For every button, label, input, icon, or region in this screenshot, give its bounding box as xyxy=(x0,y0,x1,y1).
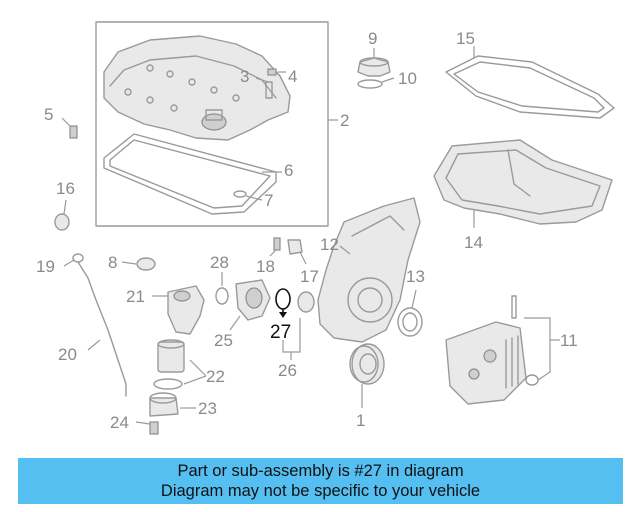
leader-7 xyxy=(245,195,263,201)
callout-14: 14 xyxy=(464,233,483,252)
bolt-18 xyxy=(269,237,281,257)
crank-pulley-1 xyxy=(349,343,385,408)
seal-7 xyxy=(233,190,247,198)
callout-15: 15 xyxy=(456,29,475,48)
cap-seal-10 xyxy=(357,77,395,89)
callout-5: 5 xyxy=(44,105,53,124)
valve-cover xyxy=(103,35,291,141)
callout-26: 26 xyxy=(278,361,297,380)
callout-3: 3 xyxy=(240,67,249,86)
crank-seal-13 xyxy=(397,289,423,337)
callout-27-highlighted: 27 xyxy=(270,322,291,343)
callout-1: 1 xyxy=(356,411,365,430)
oil-filter-housing-21 xyxy=(152,285,205,335)
info-banner: Part or sub-assembly is #27 in diagram D… xyxy=(18,458,623,504)
callout-18: 18 xyxy=(256,257,275,276)
o-ring-27-highlighted[interactable] xyxy=(275,288,291,318)
valve-cover-group-box xyxy=(95,21,329,227)
callout-16: 16 xyxy=(56,179,75,198)
callout-12: 12 xyxy=(320,235,339,254)
plug-8 xyxy=(121,257,156,271)
seal-28 xyxy=(215,272,229,305)
callout-21: 21 xyxy=(126,287,145,306)
callout-2: 2 xyxy=(340,111,349,130)
callout-8: 8 xyxy=(108,253,117,272)
callout-4: 4 xyxy=(288,67,297,86)
filter-cap-23 xyxy=(149,392,196,417)
parts-diagram: 1 2 3 4 5 6 7 8 9 10 11 12 13 14 15 16 1… xyxy=(36,21,615,435)
timing-cover-12 xyxy=(317,197,421,343)
grommet-4 xyxy=(267,68,286,76)
callout-19: 19 xyxy=(36,257,55,276)
oil-pan-14 xyxy=(433,139,613,228)
callout-22: 22 xyxy=(206,367,225,386)
bolt-5 xyxy=(61,117,78,139)
cooler-adapter-25 xyxy=(229,279,271,331)
filter-element-22 xyxy=(153,339,207,390)
breather-16 xyxy=(54,199,70,231)
callout-9: 9 xyxy=(368,29,377,48)
callout-11: 11 xyxy=(560,331,578,350)
oil-filler-cap-9 xyxy=(357,48,391,77)
oil-pan-gasket-15 xyxy=(445,46,615,119)
oil-cooler-11 xyxy=(445,295,560,405)
callout-28: 28 xyxy=(210,253,229,272)
callout-23: 23 xyxy=(198,399,217,418)
callout-10: 10 xyxy=(398,69,417,88)
callout-25: 25 xyxy=(214,331,233,350)
bolt-3 xyxy=(255,77,273,99)
callout-20: 20 xyxy=(58,345,77,364)
callout-13: 13 xyxy=(406,267,425,286)
sensor-17 xyxy=(287,239,307,265)
leader-20 xyxy=(87,339,101,351)
callout-6: 6 xyxy=(284,161,293,180)
drain-plug-24 xyxy=(135,421,159,435)
washer-26 xyxy=(282,291,315,360)
banner-line-1: Part or sub-assembly is #27 in diagram xyxy=(177,462,464,480)
callout-7: 7 xyxy=(264,191,273,210)
callout-17: 17 xyxy=(300,267,319,286)
banner-line-2: Diagram may not be specific to your vehi… xyxy=(160,482,481,500)
dipstick-19 xyxy=(63,253,127,397)
valve-cover-gasket xyxy=(103,133,277,215)
callout-24: 24 xyxy=(110,413,129,432)
